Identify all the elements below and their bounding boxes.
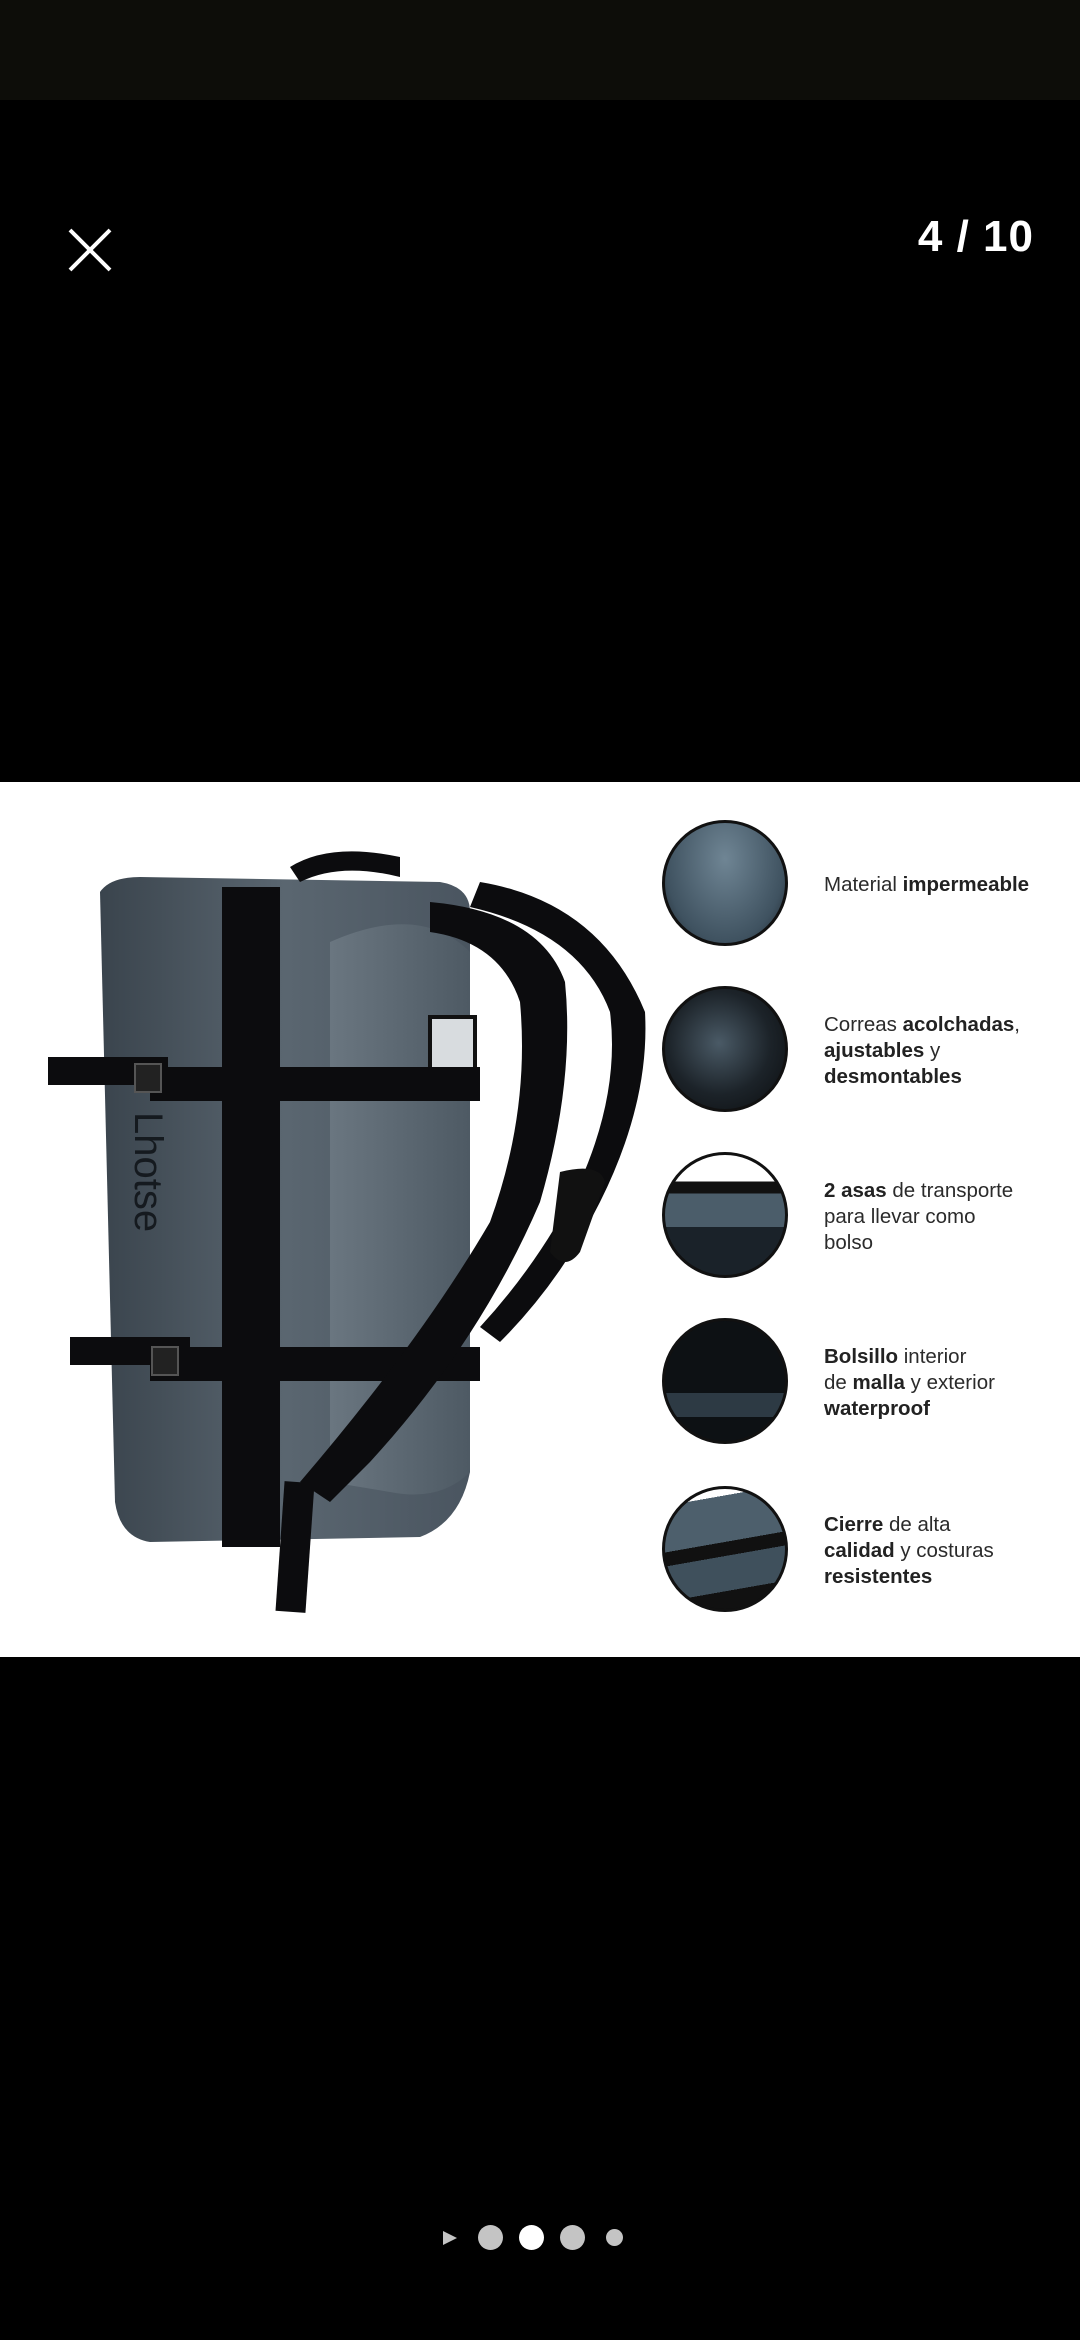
feature-thumbnail-straps (662, 986, 788, 1112)
pagination-dot[interactable] (560, 2225, 585, 2250)
pagination-dot-active[interactable] (519, 2225, 544, 2250)
close-button[interactable] (62, 222, 118, 278)
status-bar (0, 0, 1080, 100)
pagination-dots (0, 2220, 1080, 2256)
feature-thumbnail-handles (662, 1152, 788, 1278)
feature-thumbnail-material (662, 820, 788, 946)
feature-thumbnail-pocket (662, 1318, 788, 1444)
feature-thumbnail-zipper (662, 1486, 788, 1612)
pagination-dot[interactable] (606, 2229, 623, 2246)
feature-item: Material impermeable (660, 820, 1080, 960)
close-icon (68, 228, 112, 272)
brand-logo: Lhotse (126, 1112, 170, 1232)
play-icon[interactable] (441, 2229, 459, 2247)
product-image[interactable]: Lhotse Material impermeable Correas acol… (0, 782, 1080, 1657)
feature-text: Material impermeable (824, 873, 1030, 896)
image-counter: 4 / 10 (917, 212, 1034, 261)
duffel-bag-illustration: Lhotse (48, 851, 646, 1613)
pagination-dot[interactable] (478, 2225, 503, 2250)
